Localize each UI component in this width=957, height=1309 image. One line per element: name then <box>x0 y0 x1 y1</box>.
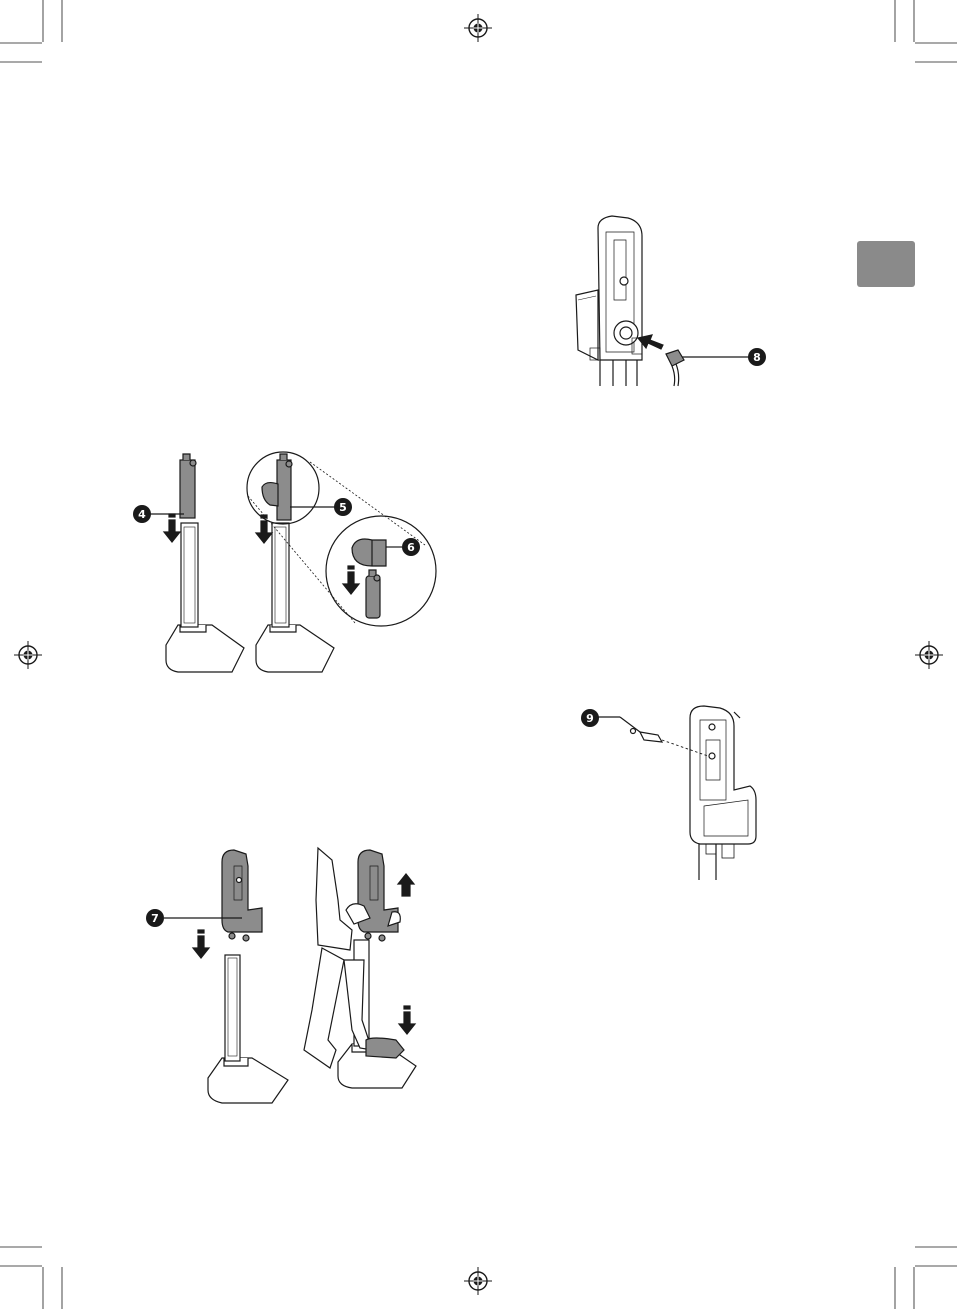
registration-mark-icon <box>915 641 943 669</box>
callout-7: 7 <box>146 909 164 927</box>
figure-screw-fixing <box>597 706 756 880</box>
arrow-icon <box>193 930 209 958</box>
arrow-icon <box>343 566 359 594</box>
figure-pipe-insertion <box>149 452 436 672</box>
callout-8: 8 <box>748 348 766 366</box>
section-tab <box>857 241 915 287</box>
callout-5: 5 <box>334 498 352 516</box>
registration-mark-icon <box>464 1267 492 1295</box>
callout-4: 4 <box>133 505 151 523</box>
callout-6: 6 <box>402 538 420 556</box>
arrow-icon <box>398 874 414 896</box>
figure-cable-connection <box>576 216 750 386</box>
registration-mark-icon <box>14 641 42 669</box>
arrow-icon <box>399 1006 415 1034</box>
arrow-icon <box>164 514 180 542</box>
figure-bracket-mount <box>164 848 416 1103</box>
callout-9: 9 <box>581 709 599 727</box>
registration-mark-icon <box>464 14 492 42</box>
